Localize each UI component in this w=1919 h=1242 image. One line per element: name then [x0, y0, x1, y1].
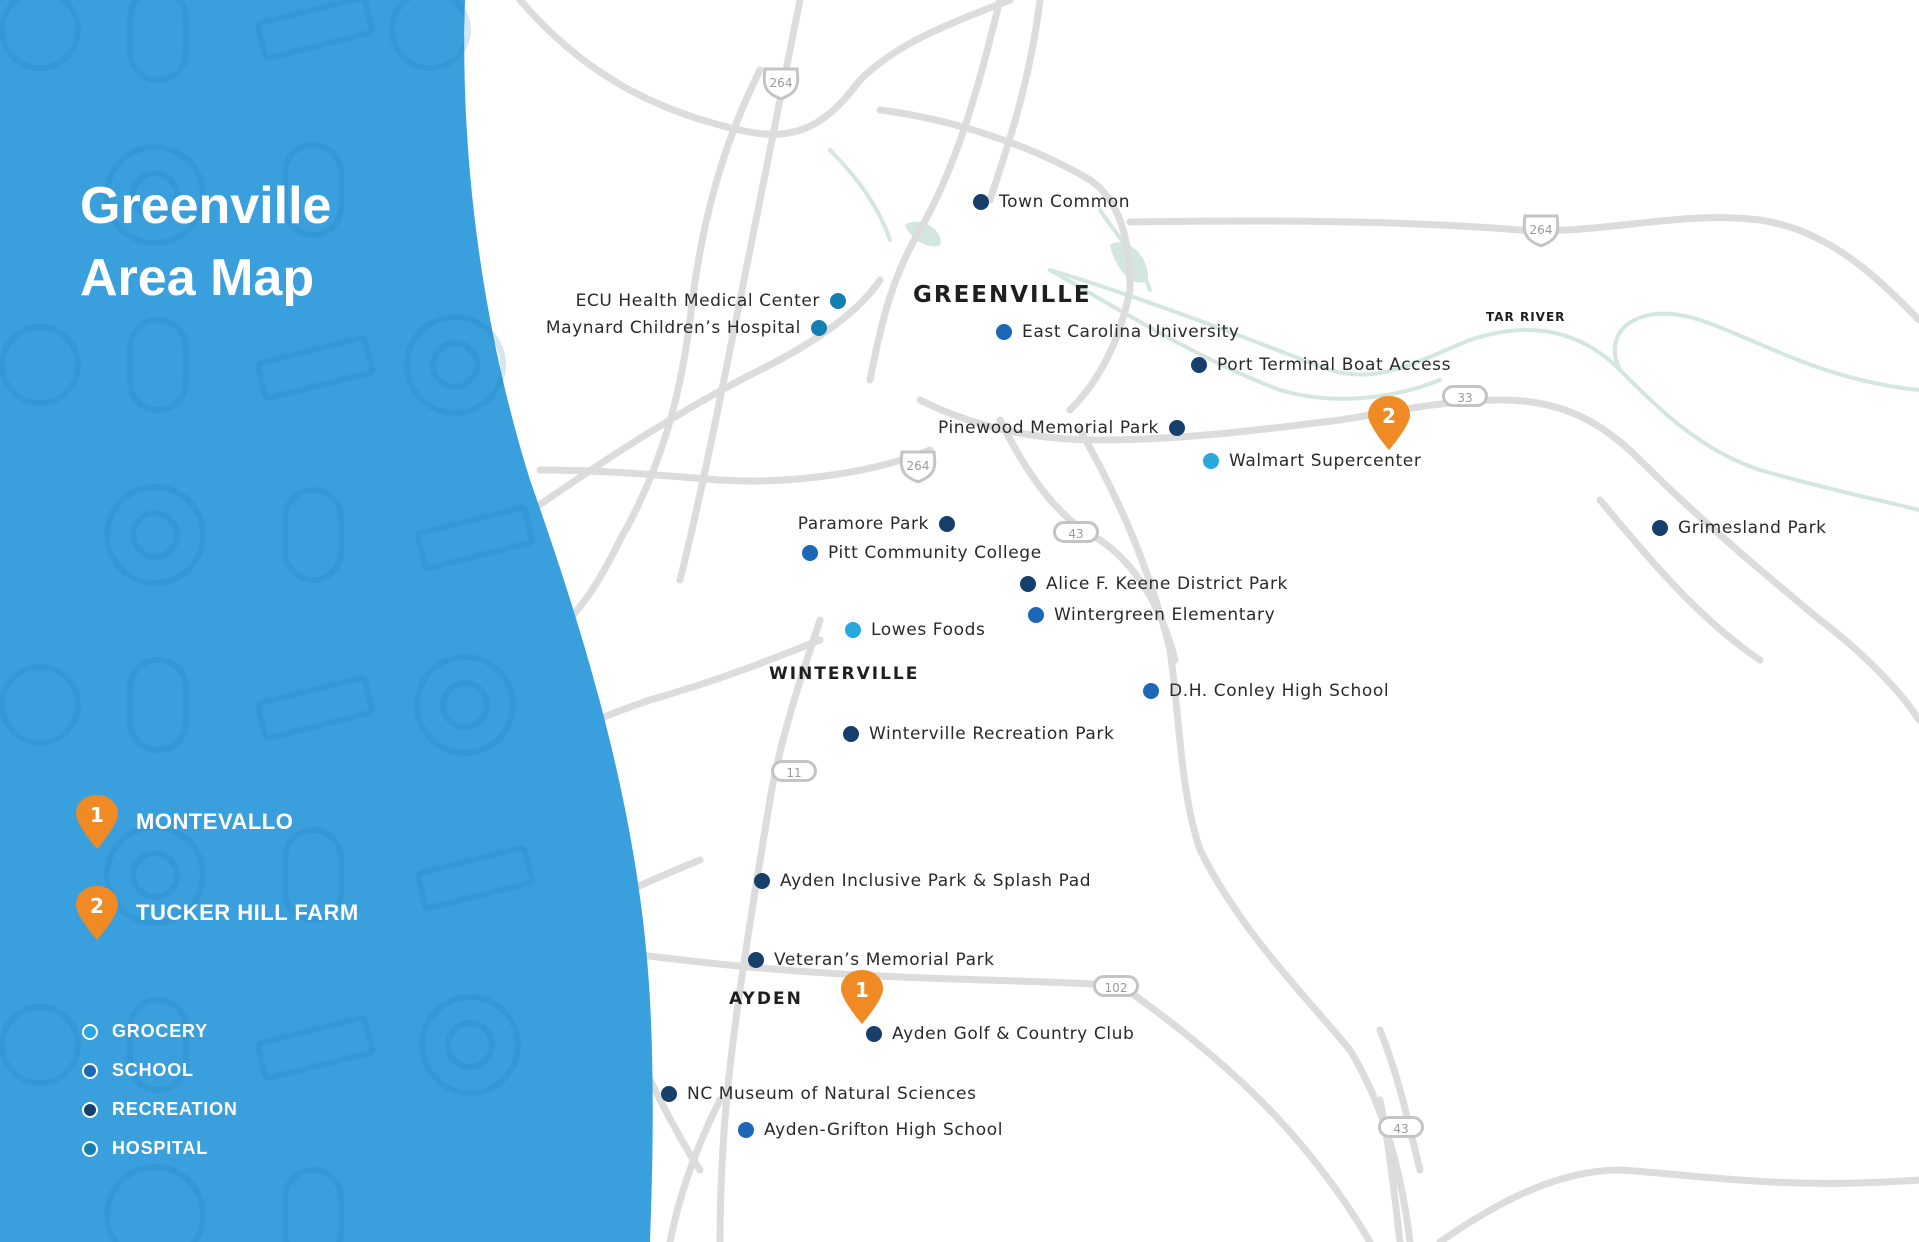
legend-pin-tucker-hill-farm: 2 TUCKER HILL FARM	[76, 886, 359, 940]
watermark-pattern	[0, 0, 535, 1242]
recreation-dot-icon	[748, 952, 764, 968]
recreation-dot-icon	[1169, 420, 1185, 436]
poi-ayden-golf-country-club[interactable]: Ayden Golf & Country Club	[866, 1024, 1134, 1044]
legend-panel-bg	[0, 0, 653, 1242]
poi-ayden-grifton-high-school[interactable]: Ayden-Grifton High School	[738, 1120, 1003, 1140]
legend-dot-icon	[82, 1062, 98, 1079]
state-highway-11-shield: 11	[771, 760, 817, 782]
map-title: Greenville Area Map	[80, 170, 331, 314]
us-highway-264-shield: 264	[761, 66, 801, 100]
recreation-dot-icon	[939, 516, 955, 532]
map-pin-icon: 2	[76, 886, 118, 940]
poi-pitt-community-college[interactable]: Pitt Community College	[802, 543, 1042, 563]
poi-grimesland-park[interactable]: Grimesland Park	[1652, 518, 1827, 538]
poi-lowes-foods[interactable]: Lowes Foods	[845, 620, 985, 640]
poi-town-common[interactable]: Town Common	[973, 192, 1130, 212]
school-dot-icon	[1028, 607, 1044, 623]
city-label-ayden: AYDEN	[729, 989, 803, 1009]
school-dot-icon	[738, 1122, 754, 1138]
property-pin-2[interactable]: 2	[1368, 396, 1410, 450]
map-pin-icon: 1	[76, 795, 118, 849]
river	[828, 148, 1919, 512]
grocery-dot-icon	[1203, 453, 1219, 469]
legend-grocery: GROCERY	[82, 1021, 208, 1042]
legend-dot-icon	[82, 1023, 98, 1040]
river-label: TAR RIVER	[1486, 310, 1566, 324]
poi-wintergreen-elementary[interactable]: Wintergreen Elementary	[1028, 605, 1275, 625]
us-highway-264-shield: 264	[1521, 213, 1561, 247]
school-dot-icon	[996, 324, 1012, 340]
recreation-dot-icon	[1020, 576, 1036, 592]
poi-winterville-recreation-park[interactable]: Winterville Recreation Park	[843, 724, 1114, 744]
property-pin-1[interactable]: 1	[841, 970, 883, 1024]
recreation-dot-icon	[973, 194, 989, 210]
poi-walmart-supercenter[interactable]: Walmart Supercenter	[1203, 451, 1421, 471]
legend-dot-icon	[82, 1140, 98, 1157]
recreation-dot-icon	[1652, 520, 1668, 536]
legend-hospital: HOSPITAL	[82, 1138, 208, 1159]
map-title-line1: Greenville	[80, 177, 332, 235]
poi-maynard-childrens-hospital[interactable]: Maynard Children’s Hospital	[546, 318, 827, 338]
state-highway-43-shield: 43	[1053, 521, 1099, 543]
poi-alice-f-keene-district-park[interactable]: Alice F. Keene District Park	[1020, 574, 1288, 594]
school-dot-icon	[802, 545, 818, 561]
grocery-dot-icon	[845, 622, 861, 638]
poi-east-carolina-university[interactable]: East Carolina University	[996, 322, 1240, 342]
poi-ayden-inclusive-park-splash-pad[interactable]: Ayden Inclusive Park & Splash Pad	[754, 871, 1091, 891]
poi-dh-conley-high-school[interactable]: D.H. Conley High School	[1143, 681, 1389, 701]
us-highway-264-shield: 264	[898, 449, 938, 483]
hospital-dot-icon	[830, 293, 846, 309]
legend-pin-montevallo: 1 MONTEVALLO	[76, 795, 293, 849]
school-dot-icon	[1143, 683, 1159, 699]
poi-veterans-memorial-park[interactable]: Veteran’s Memorial Park	[748, 950, 995, 970]
poi-port-terminal-boat-access[interactable]: Port Terminal Boat Access	[1191, 355, 1451, 375]
poi-pinewood-memorial-park[interactable]: Pinewood Memorial Park	[938, 418, 1185, 438]
state-highway-33-shield: 33	[1442, 385, 1488, 407]
state-highway-102-shield: 102	[1093, 975, 1139, 997]
river-pools	[905, 221, 1149, 283]
hospital-dot-icon	[811, 320, 827, 336]
poi-ecu-health-medical-center[interactable]: ECU Health Medical Center	[576, 291, 846, 311]
recreation-dot-icon	[866, 1026, 882, 1042]
recreation-dot-icon	[754, 873, 770, 889]
poi-nc-museum-of-natural-sciences[interactable]: NC Museum of Natural Sciences	[661, 1084, 977, 1104]
legend-recreation: RECREATION	[82, 1099, 238, 1120]
recreation-dot-icon	[1191, 357, 1207, 373]
legend-dot-icon	[82, 1101, 98, 1118]
city-label-greenville: GREENVILLE	[913, 282, 1092, 308]
city-label-winterville: WINTERVILLE	[769, 664, 920, 684]
recreation-dot-icon	[661, 1086, 677, 1102]
legend-pin-label: MONTEVALLO	[136, 809, 294, 834]
state-highway-43-shield: 43	[1378, 1116, 1424, 1138]
map-title-line2: Area Map	[80, 249, 315, 307]
recreation-dot-icon	[843, 726, 859, 742]
legend-pin-label: TUCKER HILL FARM	[136, 900, 359, 925]
poi-paramore-park[interactable]: Paramore Park	[798, 514, 955, 534]
legend-school: SCHOOL	[82, 1060, 194, 1081]
